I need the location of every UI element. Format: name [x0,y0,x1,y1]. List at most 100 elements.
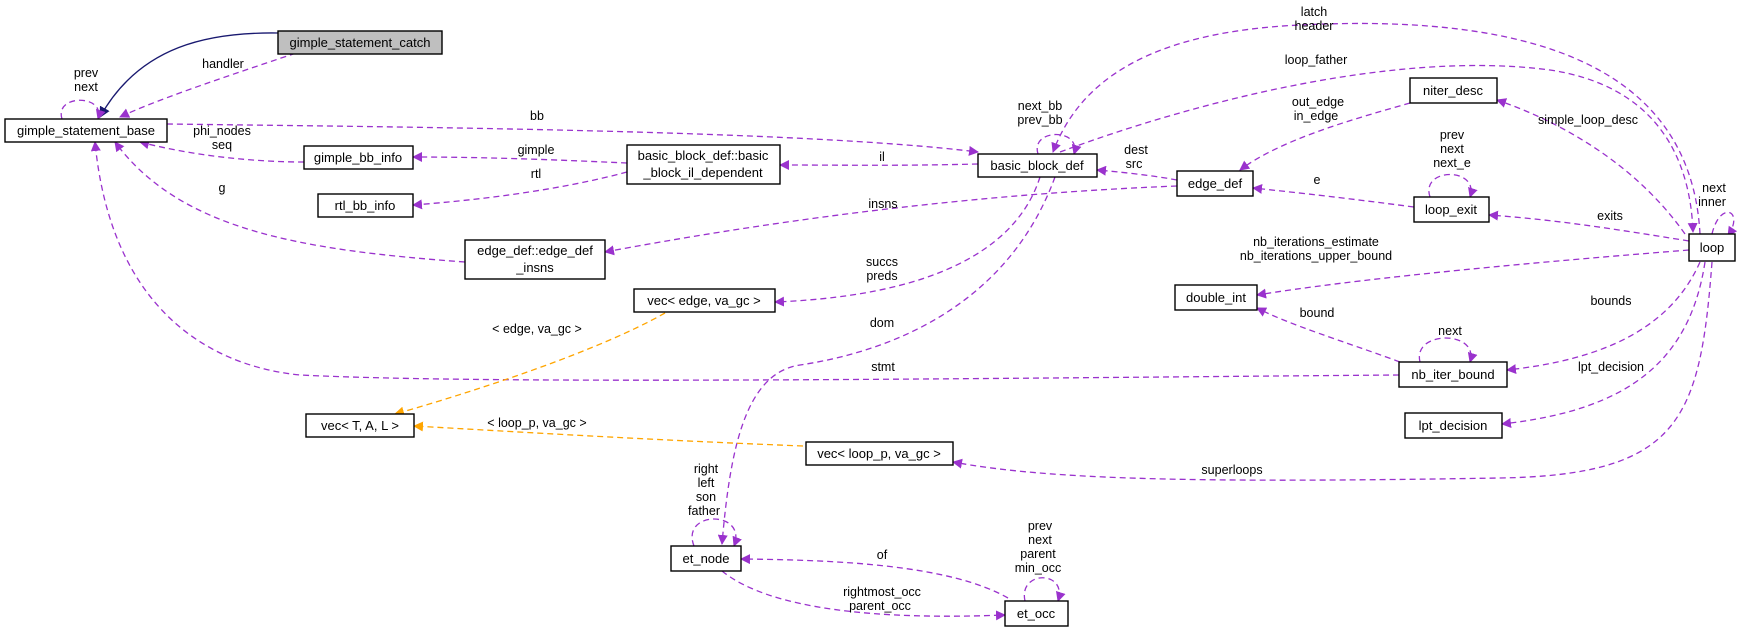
node-label: loop_exit [1425,202,1477,217]
node-label: gimple_statement_base [17,123,155,138]
node-gimple-bb-info[interactable]: gimple_bb_info [303,145,414,170]
label-phi-nodes: phi_nodes [193,124,251,138]
node-label: gimple_bb_info [314,150,402,165]
edge-nb-iterations [1256,249,1690,299]
edge-bound [1256,307,1401,363]
edge-gimple [412,152,628,164]
label-etn-left: left [698,476,715,490]
node-label-line1: basic_block_def::basic [638,148,769,163]
label-loop-inner: inner [1698,195,1726,209]
node-gimple-statement-catch[interactable]: gimple_statement_catch [277,30,443,55]
label-etn-father: father [688,504,720,518]
label-gsb-next: next [74,80,98,94]
label-bound: bound [1300,306,1335,320]
node-label: double_int [1186,290,1246,305]
node-lpt-decision[interactable]: lpt_decision [1404,412,1503,439]
node-rtl-bb-info[interactable]: rtl_bb_info [317,193,414,218]
label-rightmost-occ: rightmost_occ [843,585,921,599]
edge-rtl [412,171,628,210]
label-stmt: stmt [871,360,895,374]
node-label: lpt_decision [1419,418,1488,433]
label-nb-iterations-upper-bound: nb_iterations_upper_bound [1240,249,1392,263]
label-nib-next: next [1438,324,1462,338]
node-double-int[interactable]: double_int [1174,284,1258,311]
edge-simple-loop-desc [1496,98,1686,235]
label-le-next: next [1440,142,1464,156]
edge-g [114,141,466,263]
label-dom: dom [870,316,894,330]
label-in-edge: in_edge [1294,109,1339,123]
label-seq: seq [212,138,232,152]
label-loop-p-va-gc: < loop_p, va_gc > [487,416,586,430]
label-parent-occ: parent_occ [849,599,911,613]
label-le-next-e: next_e [1433,156,1471,170]
label-src: src [1126,157,1143,171]
edge-of [740,554,1009,599]
label-out-edge: out_edge [1292,95,1344,109]
node-vec-loop-p-va-gc[interactable]: vec< loop_p, va_gc > [805,441,954,466]
edge-il [779,160,979,171]
node-label: nb_iter_bound [1411,367,1494,382]
node-vec-edge-va-gc[interactable]: vec< edge, va_gc > [633,288,776,313]
edge-et-node-self-loop [691,518,742,547]
edge-latch-header [1051,22,1701,235]
edge-lpt-decision [1501,261,1706,428]
node-label: vec< loop_p, va_gc > [817,446,941,461]
label-simple-loop-desc: simple_loop_desc [1538,113,1638,127]
edge-rightmost-parent-occ [721,570,1006,621]
edge-loop-self-loop [1711,211,1738,237]
label-edge-va-gc: < edge, va_gc > [492,322,582,336]
label-eto-next: next [1028,533,1052,547]
label-prev-bb: prev_bb [1017,113,1062,127]
node-label: gimple_statement_catch [290,35,431,50]
label-insns: insns [868,197,897,211]
node-edge-def-insns[interactable]: edge_def::edge_def _insns [464,239,606,280]
node-et-node[interactable]: et_node [670,545,742,572]
label-etn-son: son [696,490,716,504]
node-loop[interactable]: loop [1688,233,1736,262]
node-label: et_occ [1017,606,1056,621]
node-label: vec< T, A, L > [321,418,399,433]
node-label-line2: _insns [515,260,554,275]
label-bounds: bounds [1590,294,1631,308]
node-nb-iter-bound[interactable]: nb_iter_bound [1398,361,1508,388]
edge-phi-nodes-seq [139,139,305,163]
node-basic-block-il-dependent[interactable]: basic_block_def::basic _block_il_depende… [626,144,781,185]
edge-bounds [1506,261,1701,375]
node-basic-block-def[interactable]: basic_block_def [977,153,1098,178]
label-superloops: superloops [1201,463,1262,477]
edge-tmpl-loop-p [413,421,804,447]
edge-nib-self-loop [1418,337,1478,363]
edge-insns [604,185,1178,256]
node-label: vec< edge, va_gc > [647,293,760,308]
node-gimple-statement-base[interactable]: gimple_statement_base [4,118,168,143]
label-g: g [219,181,226,195]
node-et-occ[interactable]: et_occ [1004,600,1069,627]
edge-out-in-edge [1239,102,1411,171]
label-handler: handler [202,57,244,71]
label-gimple: gimple [518,143,555,157]
label-header: header [1295,19,1334,33]
label-bb: bb [530,109,544,123]
node-label: basic_block_def [990,158,1084,173]
label-dest: dest [1124,143,1148,157]
edge-handler [119,49,306,118]
node-edge-def[interactable]: edge_def [1176,170,1254,197]
label-il: il [879,150,885,164]
edge-et-occ-self-loop [1023,577,1066,602]
node-niter-desc[interactable]: niter_desc [1409,77,1498,104]
label-of: of [877,548,888,562]
node-vec-t-a-l[interactable]: vec< T, A, L > [305,413,415,438]
node-label-line1: edge_def::edge_def [477,243,593,258]
edge-inherit-catch-base [99,32,279,118]
label-e: e [1314,173,1321,187]
edge-bb [166,123,979,156]
node-loop-exit[interactable]: loop_exit [1413,196,1490,223]
edge-stmt [90,141,1400,381]
edge-exits [1488,210,1690,242]
edge-e [1252,183,1415,208]
label-rtl: rtl [531,167,541,181]
node-label-line2: _block_il_dependent [642,165,763,180]
label-latch: latch [1301,5,1327,19]
label-lpt-decision: lpt_decision [1578,360,1644,374]
